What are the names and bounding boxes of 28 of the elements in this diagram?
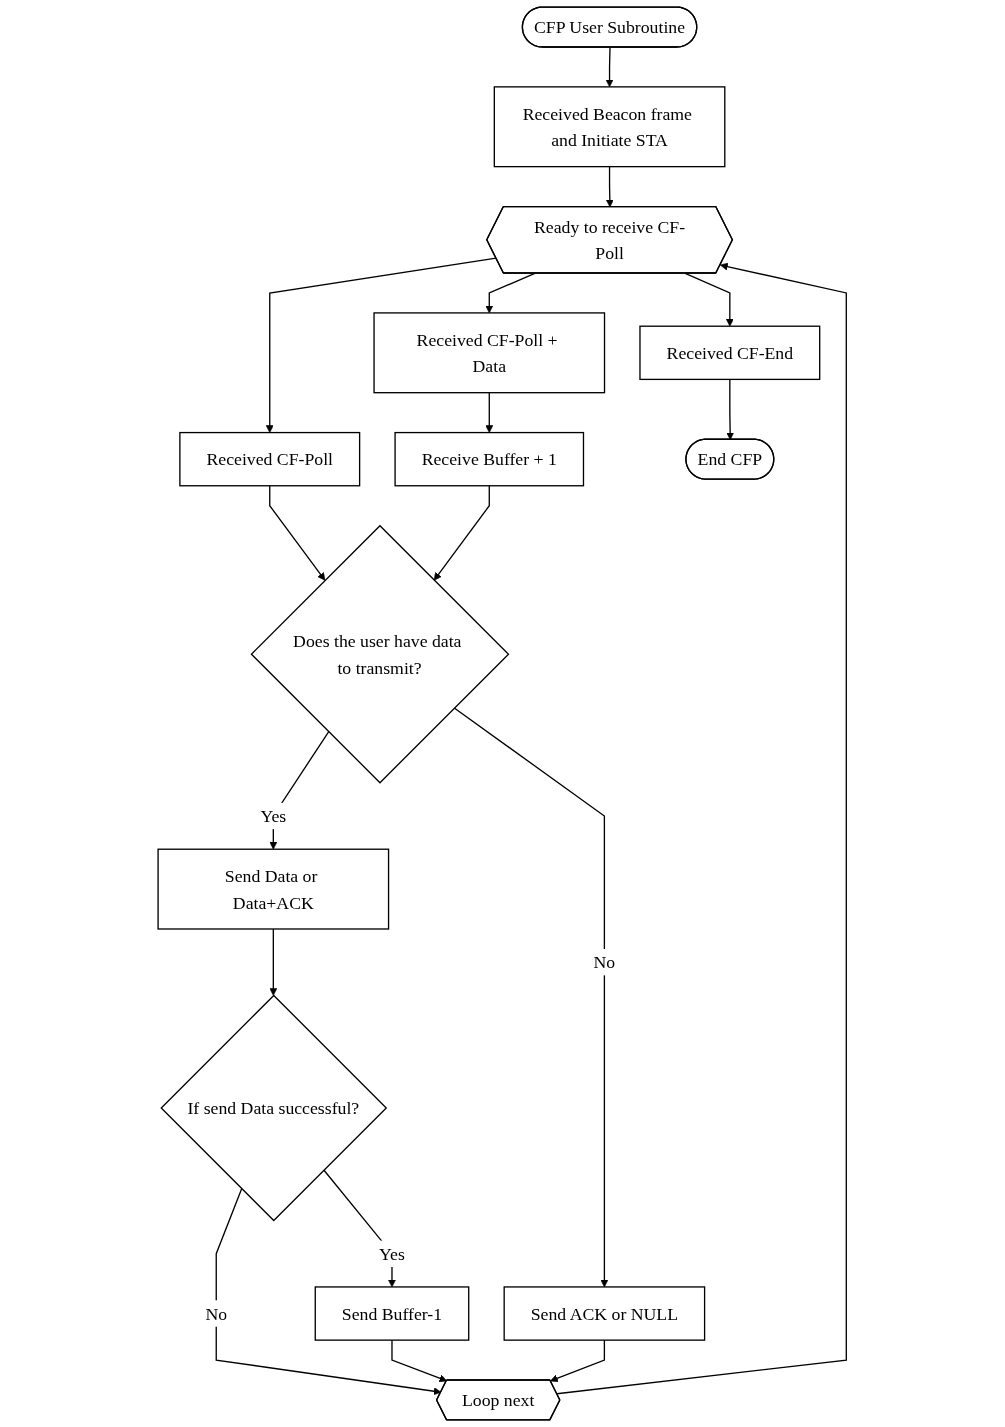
node-box: Received Beacon frame and Initiate STA: [493, 86, 726, 168]
arrow: [391, 1339, 448, 1383]
node-box: Receive Buffer + 1: [394, 431, 585, 487]
node-diamond: If send Data successful?: [160, 994, 388, 1222]
arrow: [684, 272, 735, 327]
arrow: [606, 166, 615, 208]
arrow: [485, 392, 494, 433]
node-box: Send Data or Data+ACK: [157, 848, 390, 930]
arrow: [550, 1339, 606, 1383]
arrow: [215, 1188, 442, 1396]
arrow: [269, 928, 278, 996]
arrow: [556, 262, 848, 1395]
arrow: [605, 46, 614, 88]
edge-label: Yes: [260, 806, 287, 826]
node-box: Received CF-Poll + Data: [373, 312, 606, 394]
arrow: [726, 378, 735, 441]
node-box: Send ACK or NULL: [503, 1286, 706, 1341]
edge-label: No: [593, 952, 616, 972]
arrow: [434, 485, 491, 581]
node-box: Send Buffer-1: [314, 1286, 470, 1341]
node-box: Received CF-End: [639, 325, 821, 381]
edge-label: No: [205, 1303, 228, 1324]
arrow: [453, 707, 609, 1288]
arrow: [269, 485, 326, 581]
arrow: [485, 272, 536, 314]
node-box: Received CF-Poll: [179, 431, 361, 487]
node-diamond: Does the user have data to transmit?: [250, 524, 510, 784]
edge-label: Yes: [379, 1243, 406, 1264]
